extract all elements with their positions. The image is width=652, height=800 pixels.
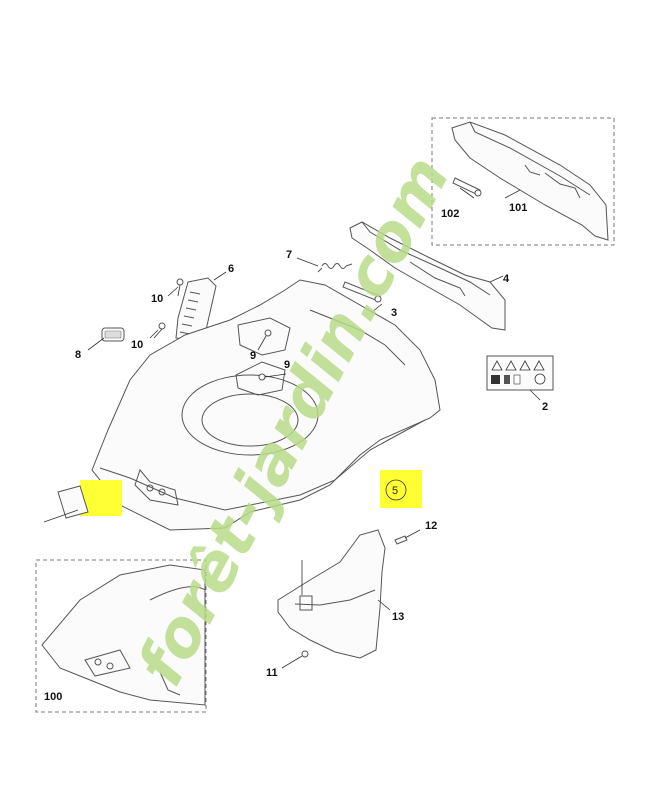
- part-101-rear-flap: [451, 121, 609, 241]
- part-7-spring: [317, 263, 353, 273]
- inset-box-deck: [35, 559, 207, 713]
- part-100-deck-front: [41, 564, 206, 706]
- part-12-screw: [394, 535, 408, 545]
- part-4-rear-flap: [349, 221, 506, 331]
- callout-9-lower: 9: [284, 359, 290, 371]
- callout-10-bottom: 10: [131, 339, 143, 351]
- callout-7: 7: [286, 249, 292, 261]
- callout-10-top: 10: [151, 293, 163, 305]
- callout-6: 6: [228, 263, 234, 275]
- callout-2: 2: [542, 401, 548, 413]
- callout-5: 5: [392, 485, 398, 497]
- highlight-area-part-5: [380, 470, 422, 508]
- leader-lines: [87, 187, 541, 669]
- part-9-fitting-lower: [258, 373, 266, 381]
- callout-11: 11: [266, 667, 278, 679]
- callout-circle-5: [385, 479, 407, 501]
- callout-3: 3: [391, 307, 397, 319]
- part-11-screw: [301, 650, 309, 658]
- warning-label-icon: [486, 355, 554, 391]
- callout-8: 8: [75, 349, 81, 361]
- callout-4: 4: [503, 273, 510, 285]
- part-13-deflector: [277, 529, 386, 659]
- part-9-fitting-upper: [264, 329, 272, 337]
- part-3-rod: [342, 281, 382, 303]
- part-8-badge: [101, 327, 125, 342]
- callout-9-upper: 9: [250, 350, 256, 362]
- inset-box-handle: [431, 117, 615, 246]
- deck-label-leader: [43, 509, 79, 523]
- main-deck-housing: [91, 279, 441, 531]
- callout-102: 102: [441, 208, 459, 220]
- callout-13: 13: [392, 611, 404, 623]
- callout-101: 101: [509, 202, 527, 214]
- part-10-screw-bottom: [153, 322, 166, 339]
- callout-12: 12: [425, 520, 437, 532]
- part-102-rod: [452, 177, 482, 197]
- callout-100: 100: [44, 691, 62, 703]
- deck-label-tag: [57, 485, 89, 519]
- part-10-screw-top: [176, 278, 184, 297]
